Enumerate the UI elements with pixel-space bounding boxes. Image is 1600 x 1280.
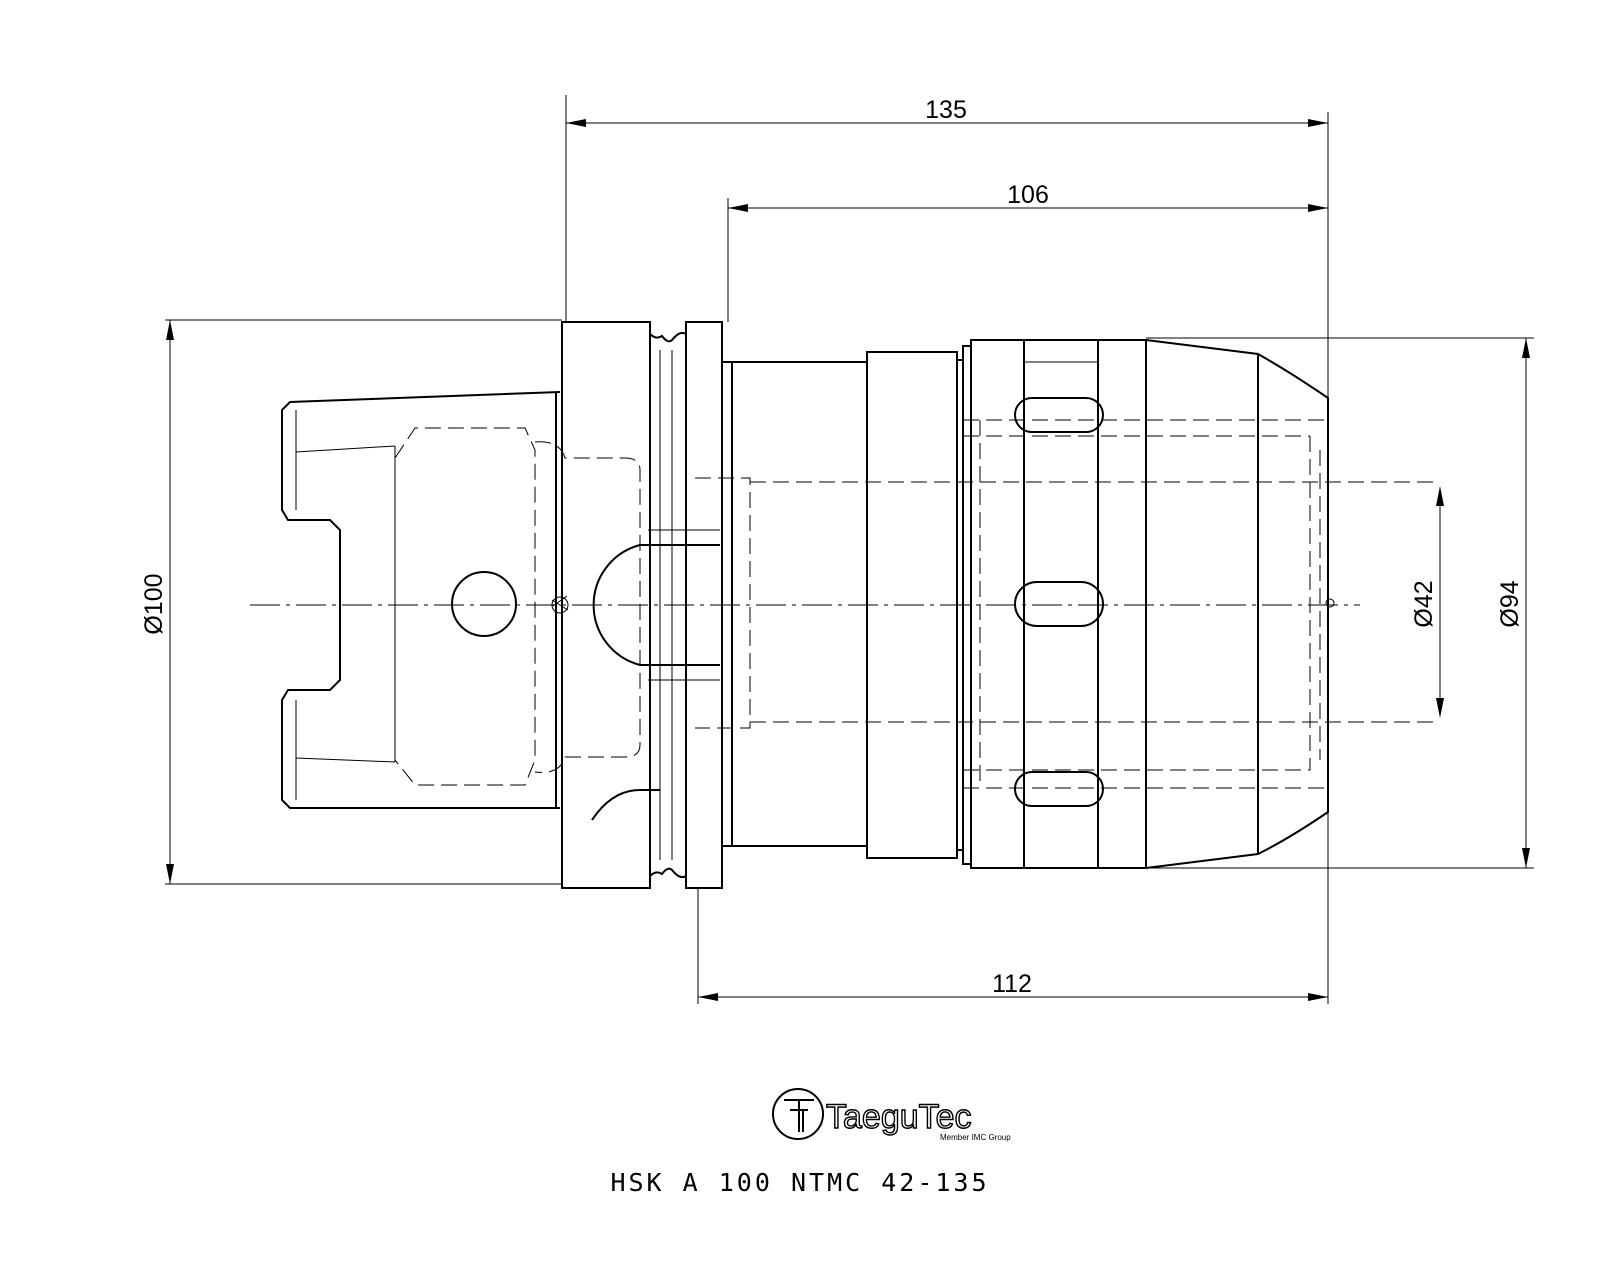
dim-100-label: Ø100: [140, 573, 168, 634]
dim-135-label: 135: [925, 96, 967, 124]
part-number-caption: HSK A 100 NTMC 42-135: [610, 1168, 990, 1197]
dim-flange-to-end: 112: [697, 812, 1329, 1004]
dim-nut-diameter: Ø94: [1146, 337, 1534, 869]
dim-42-label: Ø42: [1410, 580, 1438, 627]
dim-overall-length: 135: [565, 95, 1329, 398]
dim-106-label: 106: [1007, 181, 1049, 209]
dim-shank-diameter: Ø100: [140, 319, 562, 885]
dim-94-label: Ø94: [1496, 580, 1524, 627]
taegutec-logo: TaeguTec Member IMC Group: [772, 1088, 1011, 1142]
neck: [722, 361, 868, 847]
logo-tagline: Member IMC Group: [940, 1133, 1011, 1142]
hsk-shank: [281, 391, 641, 809]
dim-body-length: 106: [727, 181, 1328, 322]
logo-wordmark: TaeguTec: [826, 1098, 972, 1136]
taegutec-emblem-icon: [772, 1088, 824, 1140]
flange: [551, 321, 751, 889]
clamping-nut: [750, 339, 1440, 869]
dim-112-label: 112: [992, 970, 1032, 998]
dim-bore-diameter: Ø42: [1410, 486, 1444, 718]
